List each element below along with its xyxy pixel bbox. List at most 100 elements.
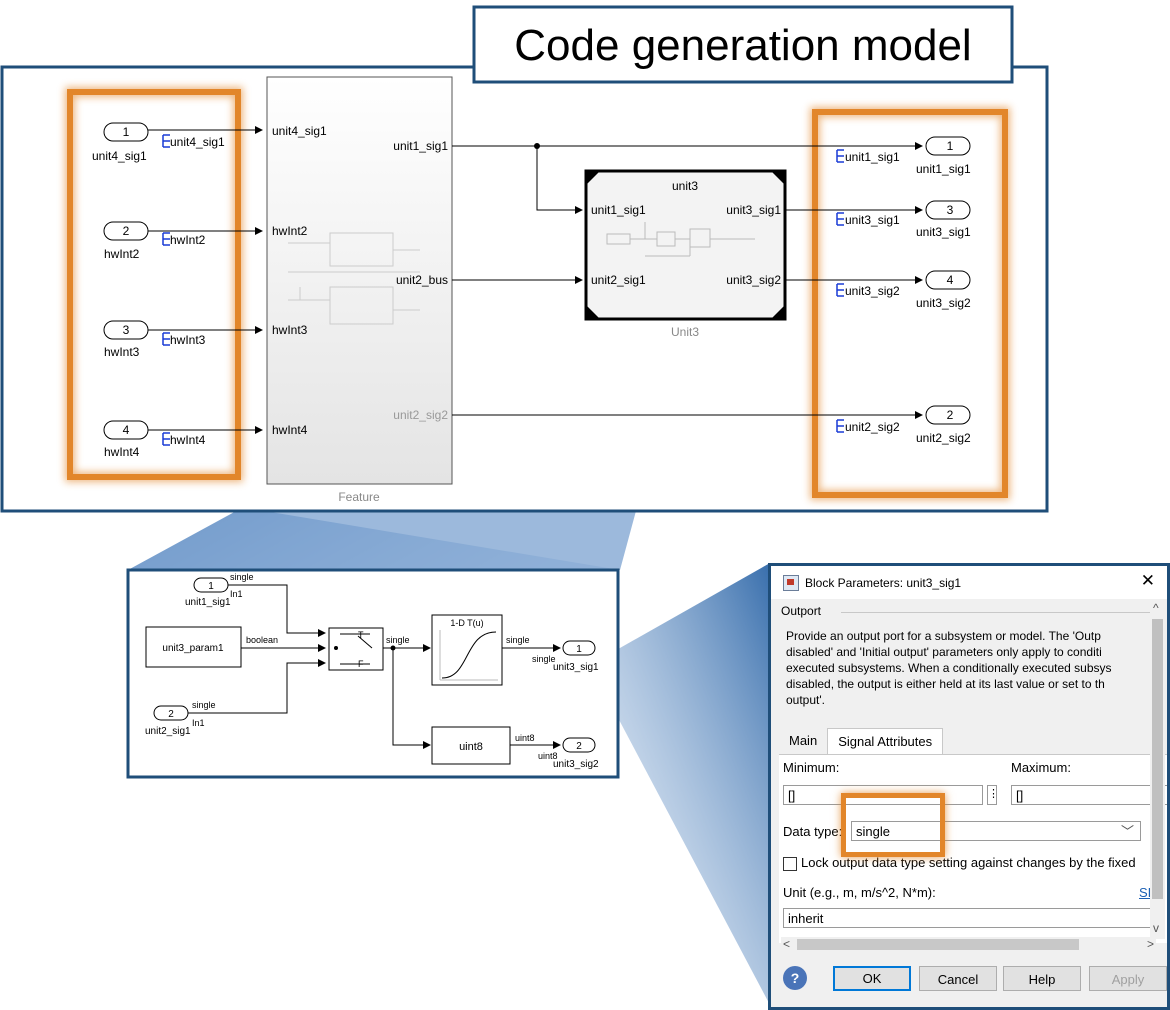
scroll-down-icon[interactable]: v [1153, 921, 1159, 935]
svg-text:3: 3 [123, 323, 130, 337]
scroll-left-icon[interactable]: < [783, 937, 791, 951]
svg-text:3: 3 [947, 203, 954, 217]
switch-false-label: F [358, 659, 364, 669]
detail-outport-2[interactable]: 2 uint8 unit3_sig2 [538, 737, 599, 770]
signal-label: hwInt2 [170, 233, 206, 247]
param-block[interactable] [145, 626, 242, 668]
signal-label-icons [162, 134, 170, 446]
description-line: disabled' and 'Initial output' parameter… [786, 645, 1102, 659]
unit-si-link[interactable]: SI [1139, 885, 1152, 900]
section-title: Outport [781, 604, 822, 618]
outport-3[interactable]: 3 unit3_sig1 [916, 200, 971, 239]
feature-out-port: unit2_bus [396, 273, 448, 287]
help-icon[interactable]: ? [783, 966, 807, 990]
maximum-field[interactable]: [] [1011, 785, 1167, 805]
feature-subsystem[interactable] [266, 76, 453, 485]
data-type-select[interactable]: single ﹀ [851, 821, 1141, 841]
inport-4[interactable]: 4 hwInt4 [103, 420, 149, 459]
unit-label: Unit (e.g., m, m/s^2, N*m): [783, 885, 936, 900]
detail-outport-1[interactable]: 1 single unit3_sig1 [532, 640, 599, 673]
cast-block[interactable]: uint8 [431, 726, 511, 765]
inport-name: hwInt4 [104, 445, 140, 459]
lookup-block[interactable]: 1-D T(u) [431, 614, 503, 686]
outport-4[interactable]: 4 unit3_sig2 [916, 270, 971, 310]
lock-data-type-checkbox[interactable] [783, 857, 797, 871]
svg-text:2: 2 [123, 224, 130, 238]
lock-data-type-label: Lock output data type setting against ch… [801, 855, 1136, 870]
cancel-button[interactable]: Cancel [919, 966, 997, 991]
horizontal-scroll-thumb[interactable] [797, 939, 1079, 950]
svg-text:In1: In1 [230, 589, 243, 599]
feature-in-port: hwInt3 [272, 323, 308, 337]
signal-label: unit4_sig1 [170, 135, 225, 149]
svg-text:2: 2 [168, 709, 174, 720]
data-type-value: single [856, 824, 890, 839]
apply-button[interactable]: Apply [1089, 966, 1167, 991]
inport-1[interactable]: 1 unit4_sig1 [92, 122, 149, 163]
detail-wires [188, 584, 561, 749]
svg-text:2: 2 [576, 741, 582, 752]
scroll-up-icon[interactable]: ^ [1153, 601, 1159, 615]
svg-text:1: 1 [208, 581, 214, 592]
tab-main[interactable]: Main [789, 733, 818, 748]
cast-out-type: uint8 [515, 733, 535, 743]
detail-inport-name: unit2_sig1 [145, 726, 191, 737]
horizontal-scrollbar[interactable]: < > [781, 937, 1156, 952]
dialog-title: Block Parameters: unit3_sig1 [805, 575, 962, 590]
svg-text:4: 4 [947, 273, 954, 287]
section-divider [841, 612, 1153, 613]
minimum-options-button[interactable]: ⋮ [987, 785, 999, 805]
signal-label: unit3_sig2 [845, 284, 900, 298]
unit3-subsystem[interactable] [584, 169, 787, 321]
minimum-label: Minimum: [783, 760, 840, 775]
inport-3[interactable]: 3 hwInt3 [103, 320, 149, 359]
unit3-corner-marks [587, 172, 784, 318]
unit3-title: unit3 [672, 179, 698, 193]
unit3-out-port: unit3_sig2 [726, 273, 781, 287]
description-line: Provide an output port for a subsystem o… [786, 629, 1101, 643]
chevron-down-icon: ﹀ [1120, 824, 1134, 839]
maximum-label: Maximum: [1011, 760, 1071, 775]
scroll-right-icon[interactable]: > [1146, 937, 1154, 951]
detail-inport-2[interactable]: 2 single In1 unit2_sig1 [145, 700, 216, 737]
signal-label: hwInt4 [170, 433, 206, 447]
outport-2[interactable]: 2 unit2_sig2 [916, 405, 971, 445]
close-icon[interactable]: ✕ [1140, 571, 1155, 590]
lookup-label: 1-D T(u) [450, 618, 483, 628]
param-label: unit3_param1 [162, 643, 224, 654]
switch-out-type: single [386, 635, 410, 645]
svg-text:In1: In1 [192, 718, 205, 728]
vertical-scroll-thumb[interactable] [1152, 619, 1163, 899]
outport-1[interactable]: 1 unit1_sig1 [916, 136, 971, 176]
feature-preview [288, 232, 420, 325]
unit3-preview [606, 222, 755, 257]
unit3-in-port: unit1_sig1 [591, 203, 646, 217]
feature-out-port: unit1_sig1 [393, 139, 448, 153]
param-type: boolean [246, 635, 278, 645]
inport-name: hwInt3 [104, 345, 140, 359]
help-button[interactable]: Help [1003, 966, 1081, 991]
dialog-tabs: Main Signal Attributes [779, 728, 944, 755]
svg-text:2: 2 [947, 408, 954, 422]
tab-signal-attributes[interactable]: Signal Attributes [827, 728, 944, 755]
detail-inport-name: unit1_sig1 [185, 597, 231, 608]
unit-field[interactable]: inherit [783, 908, 1163, 928]
feature-in-port: hwInt2 [272, 224, 308, 238]
switch-true-label: T [358, 630, 364, 640]
detail-inport-1[interactable]: 1 single In1 unit1_sig1 [185, 572, 254, 608]
inport-2[interactable]: 2 hwInt2 [103, 221, 149, 261]
signal-label: hwInt3 [170, 333, 206, 347]
unit3-label: Unit3 [671, 325, 699, 339]
inport-name: unit4_sig1 [92, 149, 147, 163]
feature-in-port: unit4_sig1 [272, 124, 327, 138]
ok-button[interactable]: OK [833, 966, 911, 991]
vertical-scrollbar[interactable]: ^ v [1150, 599, 1165, 939]
outport-name: unit2_sig2 [916, 431, 971, 445]
inport-wires [148, 126, 263, 434]
description-line: executed subsystems. When a conditionall… [786, 661, 1112, 675]
svg-text:1: 1 [576, 644, 582, 655]
signal-label: unit2_sig2 [845, 420, 900, 434]
title-box [472, 5, 1014, 84]
feature-in-port: hwInt4 [272, 423, 308, 437]
switch-block[interactable]: T F [328, 627, 384, 671]
